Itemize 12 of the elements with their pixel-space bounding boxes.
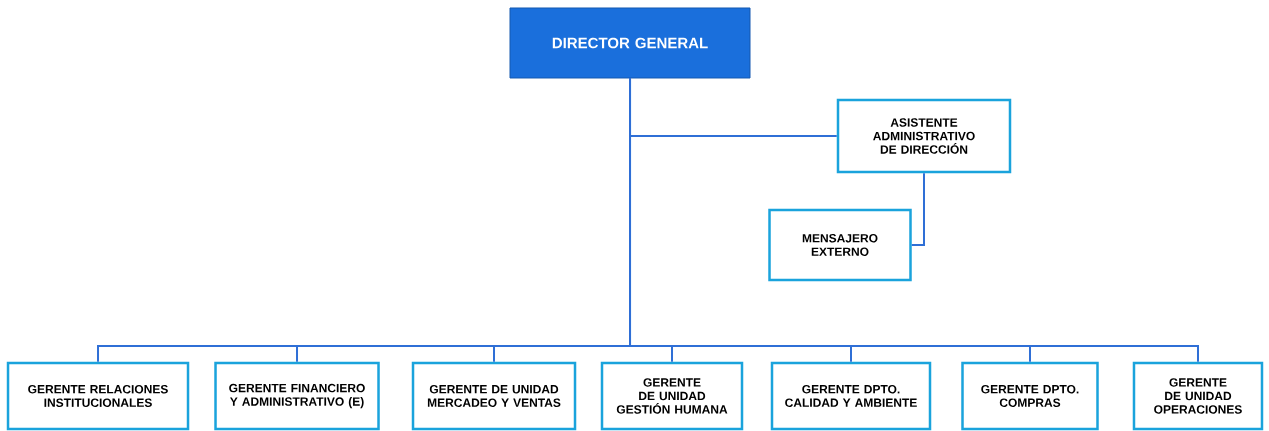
connector-line	[910, 172, 925, 246]
position-box: GERENTE DE UNIDAD MERCADEO Y VENTAS	[411, 361, 577, 431]
position-box: GERENTE DPTO. CALIDAD Y AMBIENTE	[770, 361, 932, 431]
position-box: GERENTE FINANCIERO Y ADMINISTRATIVO (E)	[214, 361, 380, 431]
position-box: GERENTE DE UNIDAD GESTIÓN HUMANA	[600, 361, 744, 431]
director-box: DIRECTOR GENERAL	[509, 7, 751, 79]
position-box: GERENTE DE UNIDAD OPERACIONES	[1132, 361, 1264, 431]
position-box: ASISTENTE ADMINISTRATIVO DE DIRECCIÓN	[836, 98, 1012, 174]
position-box: GERENTE RELACIONES INSTITUCIONALES	[6, 361, 190, 431]
position-box: MENSAJERO EXTERNO	[768, 208, 912, 282]
position-box: GERENTE DPTO. COMPRAS	[961, 361, 1099, 431]
connector-line	[629, 77, 1199, 363]
